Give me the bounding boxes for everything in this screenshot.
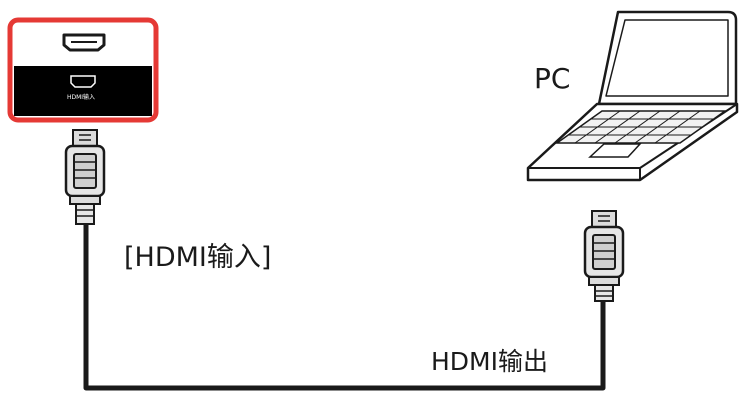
display-hdmi-panel [7, 17, 159, 123]
pc-label: PC [534, 62, 571, 95]
hdmi-port-icon [62, 33, 106, 52]
hdmi-input-label: [HDMI输入] [124, 242, 272, 273]
hdmi-cable [83, 225, 606, 391]
hdmi-port-small-icon [70, 75, 96, 88]
laptop-icon [526, 10, 739, 182]
hdmi-output-label: HDMI输出 [431, 347, 548, 376]
hdmi-plug-icon [64, 129, 106, 225]
hdmi-plug-icon [583, 210, 625, 302]
panel-port-label: HDMI输入 [66, 94, 96, 101]
